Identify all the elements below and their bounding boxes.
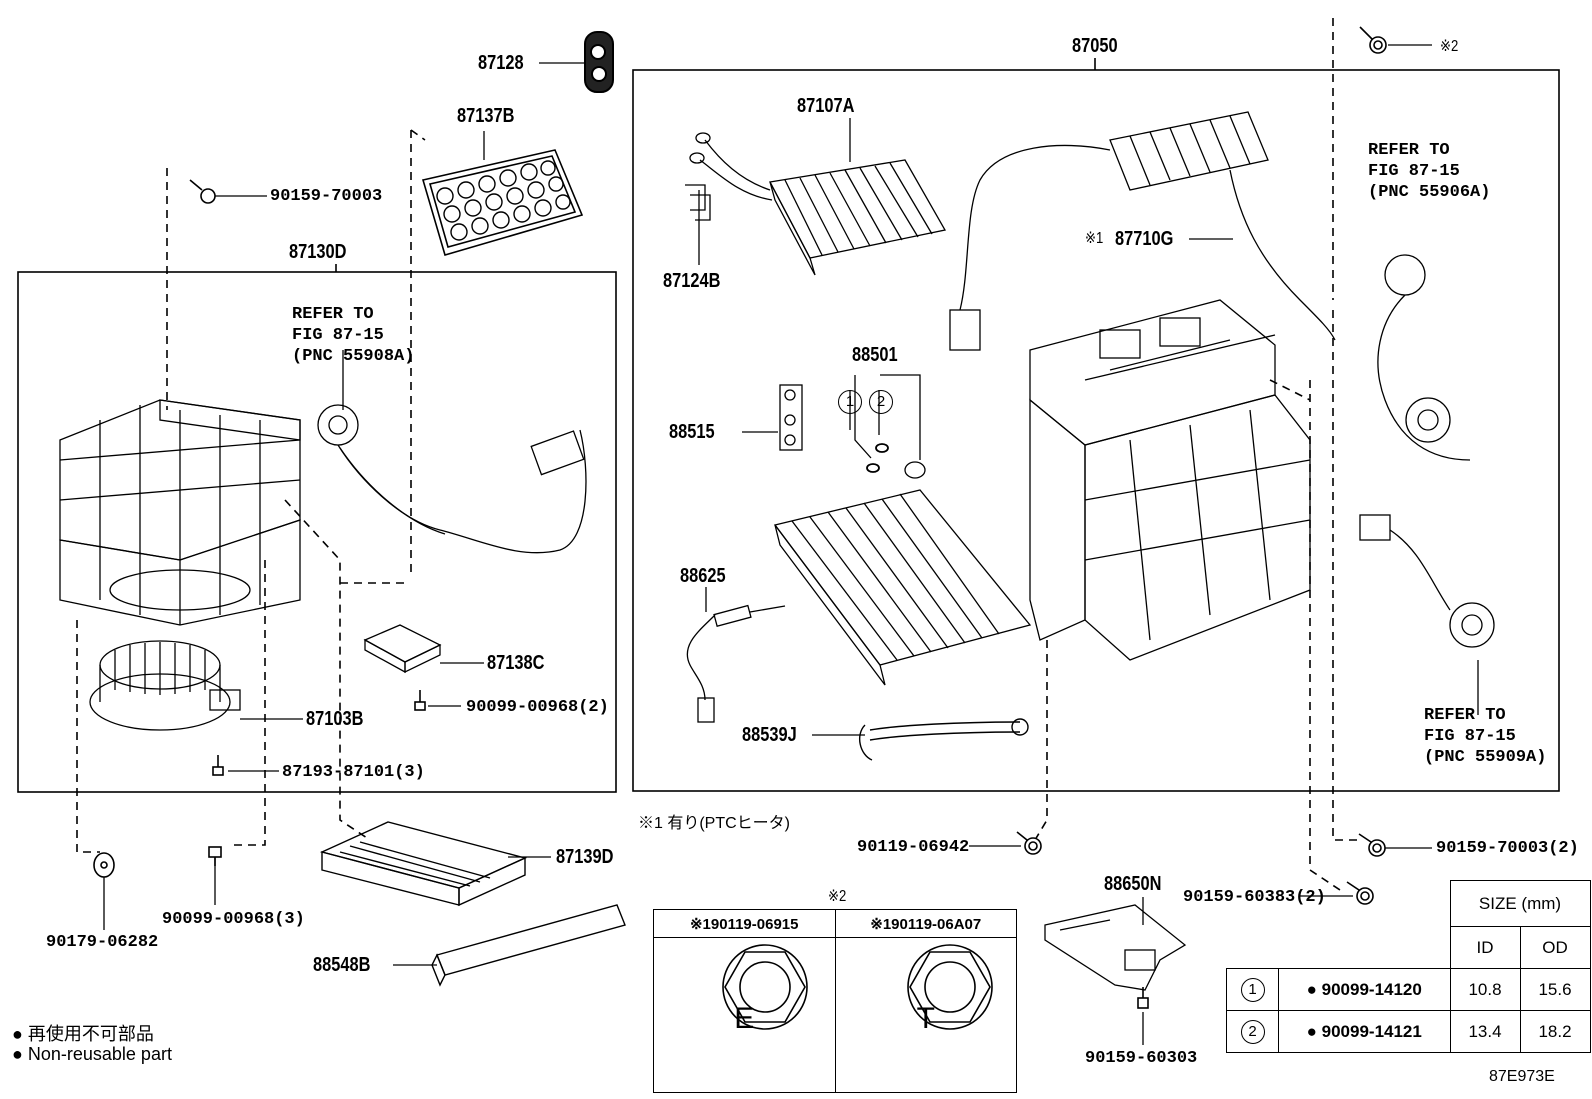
seal-strip-drawing <box>431 904 626 987</box>
label-87050[interactable]: 87050 <box>1072 35 1118 57</box>
refer-note-right-top[interactable]: REFER TO FIG 87-15 (PNC 55906A) <box>1368 141 1491 202</box>
washer-table: ※190119-06915 ※190119-06A07 E T <box>653 909 1017 1093</box>
servo-motor-left <box>317 404 587 554</box>
size-header: SIZE (mm) <box>1449 880 1591 927</box>
evaporator-drawing <box>773 461 1032 686</box>
label-87107A[interactable]: 87107A <box>797 95 855 117</box>
washer-letter-e: E <box>734 1002 755 1035</box>
label-90119-06942[interactable]: 90119-06942 <box>857 838 970 857</box>
frame-87130D <box>17 271 617 793</box>
label-88515[interactable]: 88515 <box>669 421 715 443</box>
bracket-88650N-drawing <box>1044 904 1187 991</box>
expansion-valve-drawing <box>779 384 803 451</box>
blower-resistor-drawing <box>363 624 442 674</box>
refer-note-left[interactable]: REFER TO FIG 87-15 (PNC 55908A) <box>292 305 415 366</box>
label-90159-70003-top[interactable]: 90159-70003 <box>270 187 383 206</box>
row1-part[interactable]: ● 90099-14120 <box>1278 968 1451 1011</box>
row2-id: 13.4 <box>1449 1010 1521 1053</box>
label-90099-00968-2[interactable]: 90099-00968(2) <box>466 698 609 717</box>
drain-hose-drawing <box>858 718 1029 761</box>
inlet-screen-87137B <box>421 149 584 256</box>
servo-motor-right-bottom <box>1359 514 1495 648</box>
label-87710G[interactable]: 87710G <box>1115 228 1174 250</box>
table-row: 1 ● 90099-14120 10.8 15.6 <box>1226 968 1591 1011</box>
label-90179-06282[interactable]: 90179-06282 <box>46 933 159 952</box>
row1-id: 10.8 <box>1449 968 1521 1011</box>
row2-index: 2 <box>1226 1010 1279 1053</box>
mark-star2-table: ※2 <box>828 888 847 905</box>
circle-mark-1: 1 <box>838 390 862 414</box>
frame-87050 <box>632 69 1560 792</box>
label-88539J[interactable]: 88539J <box>742 724 797 746</box>
label-87124B[interactable]: 87124B <box>663 270 721 292</box>
washer-e-cell: E <box>653 937 836 1093</box>
label-87138C[interactable]: 87138C <box>487 652 545 674</box>
o-ring-2 <box>875 443 889 453</box>
air-filter-drawing <box>319 821 528 907</box>
label-90159-60383-2[interactable]: 90159-60383(2) <box>1183 888 1326 907</box>
ptc-heater-note: ※1 有り(PTCヒータ) <box>638 815 791 832</box>
o-ring-1 <box>866 463 880 473</box>
mark-star2-top: ※2 <box>1440 38 1459 55</box>
ptc-heater-drawing <box>949 111 1336 351</box>
label-90099-00968-3[interactable]: 90099-00968(3) <box>162 910 305 929</box>
row2-od: 18.2 <box>1519 1010 1591 1053</box>
thermistor-drawing <box>686 604 786 723</box>
label-87193-87101-3[interactable]: 87193-87101(3) <box>282 763 425 782</box>
row1-od: 15.6 <box>1519 968 1591 1011</box>
label-87130D[interactable]: 87130D <box>289 241 347 263</box>
row1-index: 1 <box>1226 968 1279 1011</box>
label-87103B[interactable]: 87103B <box>306 708 364 730</box>
o-ring-size-table: SIZE (mm) ID OD 1 ● 90099-14120 10.8 15.… <box>1226 880 1591 1053</box>
clip-87124B <box>685 184 711 221</box>
blower-case-drawing <box>59 399 301 626</box>
washer-col2-header: ※190119-06A07 <box>834 909 1017 938</box>
servo-motor-right-top <box>1377 254 1471 461</box>
label-90159-70003-2[interactable]: 90159-70003(2) <box>1436 839 1579 858</box>
size-od-header: OD <box>1519 926 1591 969</box>
label-88625[interactable]: 88625 <box>680 565 726 587</box>
label-87137B[interactable]: 87137B <box>457 105 515 127</box>
table-row: 2 ● 90099-14121 13.4 18.2 <box>1226 1010 1591 1053</box>
refer-note-right-bottom[interactable]: REFER TO FIG 87-15 (PNC 55909A) <box>1424 706 1547 767</box>
label-87139D[interactable]: 87139D <box>556 846 614 868</box>
mark-star1-87710G: ※1 <box>1085 230 1104 247</box>
washer-col1-header: ※190119-06915 <box>653 909 836 938</box>
label-88650N[interactable]: 88650N <box>1104 873 1162 895</box>
washer-letter-t: T <box>916 1002 935 1035</box>
label-88501[interactable]: 88501 <box>852 344 898 366</box>
screw-icons <box>93 26 1387 1009</box>
label-90159-60303[interactable]: 90159-60303 <box>1085 1049 1198 1068</box>
legend-english: ● Non-reusable part <box>12 1044 172 1064</box>
label-88548B[interactable]: 88548B <box>313 954 371 976</box>
row2-part[interactable]: ● 90099-14121 <box>1278 1010 1451 1053</box>
washer-t-cell: T <box>834 937 1017 1093</box>
figure-code: 87E973E <box>1489 1068 1555 1085</box>
heater-core-drawing <box>689 132 947 276</box>
size-id-header: ID <box>1449 926 1521 969</box>
hvac-case-drawing <box>1029 299 1311 661</box>
blower-motor-drawing <box>89 640 241 731</box>
label-87128[interactable]: 87128 <box>478 52 524 74</box>
grommet-87128 <box>584 31 614 93</box>
circle-mark-2: 2 <box>869 390 893 414</box>
legend-japanese: ● 再使用不可部品 <box>12 1024 154 1044</box>
